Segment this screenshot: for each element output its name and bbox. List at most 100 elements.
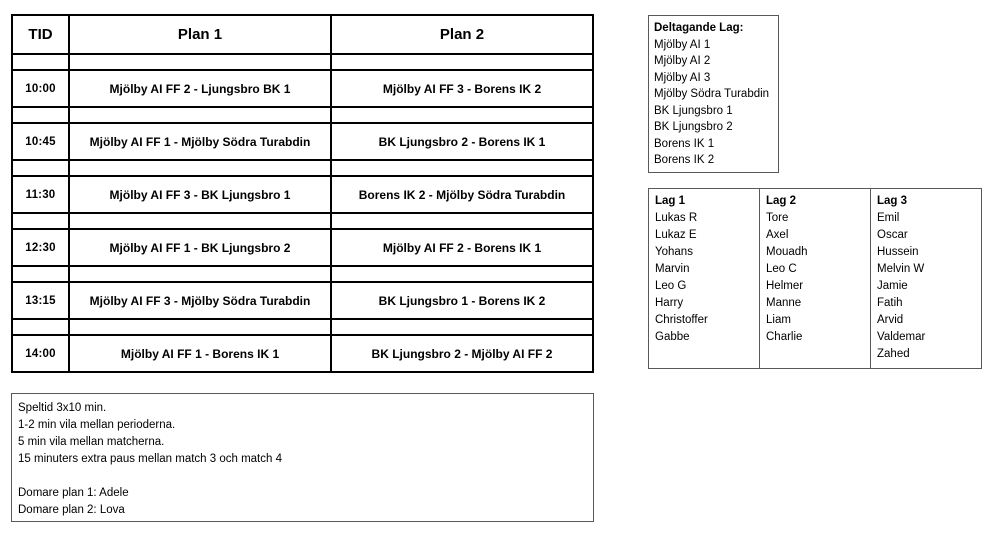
list-item: Jamie xyxy=(877,280,908,292)
roster-column-lag2: Lag 2 Tore Axel Mouadh Leo C Helmer Mann… xyxy=(759,188,871,369)
table-row: 11:30 Mjölby AI FF 3 - BK Ljungsbro 1 Bo… xyxy=(11,175,594,214)
schedule-spacer-row xyxy=(11,318,594,336)
participating-teams-box: Deltagande Lag: Mjölby AI 1 Mjölby AI 2 … xyxy=(648,15,779,173)
match-plan2: BK Ljungsbro 2 - Mjölby AI FF 2 xyxy=(330,334,594,373)
table-row: 10:00 Mjölby AI FF 2 - Ljungsbro BK 1 Mj… xyxy=(11,69,594,108)
schedule-header-row: TID Plan 1 Plan 2 xyxy=(11,14,594,55)
note-line: 1-2 min vila mellan perioderna. xyxy=(18,419,176,431)
header-plan1: Plan 1 xyxy=(68,14,332,55)
list-item: Liam xyxy=(766,314,791,326)
list-item: Christoffer xyxy=(655,314,708,326)
spacer-cell-plan1 xyxy=(68,265,332,283)
table-row: 12:30 Mjölby AI FF 1 - BK Ljungsbro 2 Mj… xyxy=(11,228,594,267)
match-plan2: Mjölby AI FF 3 - Borens IK 2 xyxy=(330,69,594,108)
match-plan2: Mjölby AI FF 2 - Borens IK 1 xyxy=(330,228,594,267)
table-row: 13:15 Mjölby AI FF 3 - Mjölby Södra Tura… xyxy=(11,281,594,320)
header-plan2: Plan 2 xyxy=(330,14,594,55)
list-item: BK Ljungsbro 2 xyxy=(654,121,733,133)
spacer-cell-plan2 xyxy=(330,53,594,71)
roster-title: Lag 1 xyxy=(655,195,686,207)
match-plan2: BK Ljungsbro 1 - Borens IK 2 xyxy=(330,281,594,320)
spacer-cell-plan2 xyxy=(330,212,594,230)
match-plan1: Mjölby AI FF 2 - Ljungsbro BK 1 xyxy=(68,69,332,108)
spacer-cell-plan1 xyxy=(68,318,332,336)
list-item: Helmer xyxy=(766,280,804,292)
match-time: 10:45 xyxy=(11,122,70,161)
notes-box: Speltid 3x10 min. 1-2 min vila mellan pe… xyxy=(11,393,594,522)
spacer-cell-plan2 xyxy=(330,265,594,283)
schedule-spacer-row xyxy=(11,53,594,71)
spacer-cell-tid xyxy=(11,159,70,177)
note-line: 5 min vila mellan matcherna. xyxy=(18,436,165,448)
note-line: Speltid 3x10 min. xyxy=(18,402,107,414)
schedule-table-body: TID Plan 1 Plan 2 10:00 Mjölby AI FF 2 -… xyxy=(11,14,594,373)
spacer-cell-tid xyxy=(11,106,70,124)
note-line-referee-plan2: Domare plan 2: Lova xyxy=(18,504,125,516)
list-item: Valdemar xyxy=(877,331,926,343)
spacer-cell-plan2 xyxy=(330,318,594,336)
list-item: Charlie xyxy=(766,331,803,343)
list-item: Harry xyxy=(655,297,684,309)
note-line: 15 minuters extra paus mellan match 3 oc… xyxy=(18,453,282,465)
spacer-cell-plan1 xyxy=(68,106,332,124)
participating-teams-title: Deltagande Lag: xyxy=(654,22,744,34)
list-item: Axel xyxy=(766,229,789,241)
match-plan1: Mjölby AI FF 3 - BK Ljungsbro 1 xyxy=(68,175,332,214)
list-item: Mjölby Södra Turabdin xyxy=(654,88,770,100)
list-item: Oscar xyxy=(877,229,908,241)
schedule-spacer-row xyxy=(11,212,594,230)
list-item: Lukas R xyxy=(655,212,698,224)
list-item: Mouadh xyxy=(766,246,808,258)
note-blank-line xyxy=(18,468,593,485)
match-plan1: Mjölby AI FF 1 - BK Ljungsbro 2 xyxy=(68,228,332,267)
match-time: 13:15 xyxy=(11,281,70,320)
list-item: Leo C xyxy=(766,263,797,275)
list-item: BK Ljungsbro 1 xyxy=(654,104,733,117)
match-time: 10:00 xyxy=(11,69,70,108)
schedule-table: TID Plan 1 Plan 2 10:00 Mjölby AI FF 2 -… xyxy=(11,14,594,373)
list-item: Emil xyxy=(877,212,900,224)
match-time: 14:00 xyxy=(11,334,70,373)
roster-title: Lag 3 xyxy=(877,195,908,207)
list-item: Mjölby AI 2 xyxy=(654,55,711,67)
match-plan1: Mjölby AI FF 1 - Borens IK 1 xyxy=(68,334,332,373)
spacer-cell-plan1 xyxy=(68,159,332,177)
list-item: Tore xyxy=(766,212,789,224)
match-plan1: Mjölby AI FF 3 - Mjölby Södra Turabdin xyxy=(68,281,332,320)
roster-table-body: Lag 1 Lukas R Lukaz E Yohans Marvin Leo … xyxy=(648,188,982,369)
list-item: Melvin W xyxy=(877,263,925,275)
list-item: Yohans xyxy=(655,246,693,258)
match-time: 11:30 xyxy=(11,175,70,214)
list-item: Marvin xyxy=(655,263,690,275)
schedule-spacer-row xyxy=(11,265,594,283)
spacer-cell-plan2 xyxy=(330,159,594,177)
spacer-cell-plan1 xyxy=(68,212,332,230)
spacer-cell-plan1 xyxy=(68,53,332,71)
header-tid: TID xyxy=(11,14,70,55)
list-item: Fatih xyxy=(877,297,903,309)
schedule-spacer-row xyxy=(11,106,594,124)
list-item: Gabbe xyxy=(655,331,690,343)
spacer-cell-plan2 xyxy=(330,106,594,124)
roster-row: Lag 1 Lukas R Lukaz E Yohans Marvin Leo … xyxy=(648,188,982,369)
table-row: 10:45 Mjölby AI FF 1 - Mjölby Södra Tura… xyxy=(11,122,594,161)
roster-column-lag1: Lag 1 Lukas R Lukaz E Yohans Marvin Leo … xyxy=(648,188,760,369)
spacer-cell-tid xyxy=(11,212,70,230)
match-plan2: BK Ljungsbro 2 - Borens IK 1 xyxy=(330,122,594,161)
match-plan1: Mjölby AI FF 1 - Mjölby Södra Turabdin xyxy=(68,122,332,161)
note-line-referee-plan1: Domare plan 1: Adele xyxy=(18,487,129,499)
match-plan2: Borens IK 2 - Mjölby Södra Turabdin xyxy=(330,175,594,214)
list-item: Lukaz E xyxy=(655,229,697,241)
table-row: 14:00 Mjölby AI FF 1 - Borens IK 1 BK Lj… xyxy=(11,334,594,373)
list-item: Manne xyxy=(766,297,802,309)
spacer-cell-tid xyxy=(11,53,70,71)
list-item: Arvid xyxy=(877,314,904,326)
list-item: Hussein xyxy=(877,246,919,258)
list-item: Mjölby AI 3 xyxy=(654,71,711,84)
roster-table: Lag 1 Lukas R Lukaz E Yohans Marvin Leo … xyxy=(648,188,982,369)
list-item: Zahed xyxy=(877,348,910,360)
roster-title: Lag 2 xyxy=(766,195,797,207)
match-time: 12:30 xyxy=(11,228,70,267)
list-item: Borens IK 1 xyxy=(654,137,715,150)
roster-column-lag3: Lag 3 Emil Oscar Hussein Melvin W Jamie … xyxy=(870,188,982,369)
